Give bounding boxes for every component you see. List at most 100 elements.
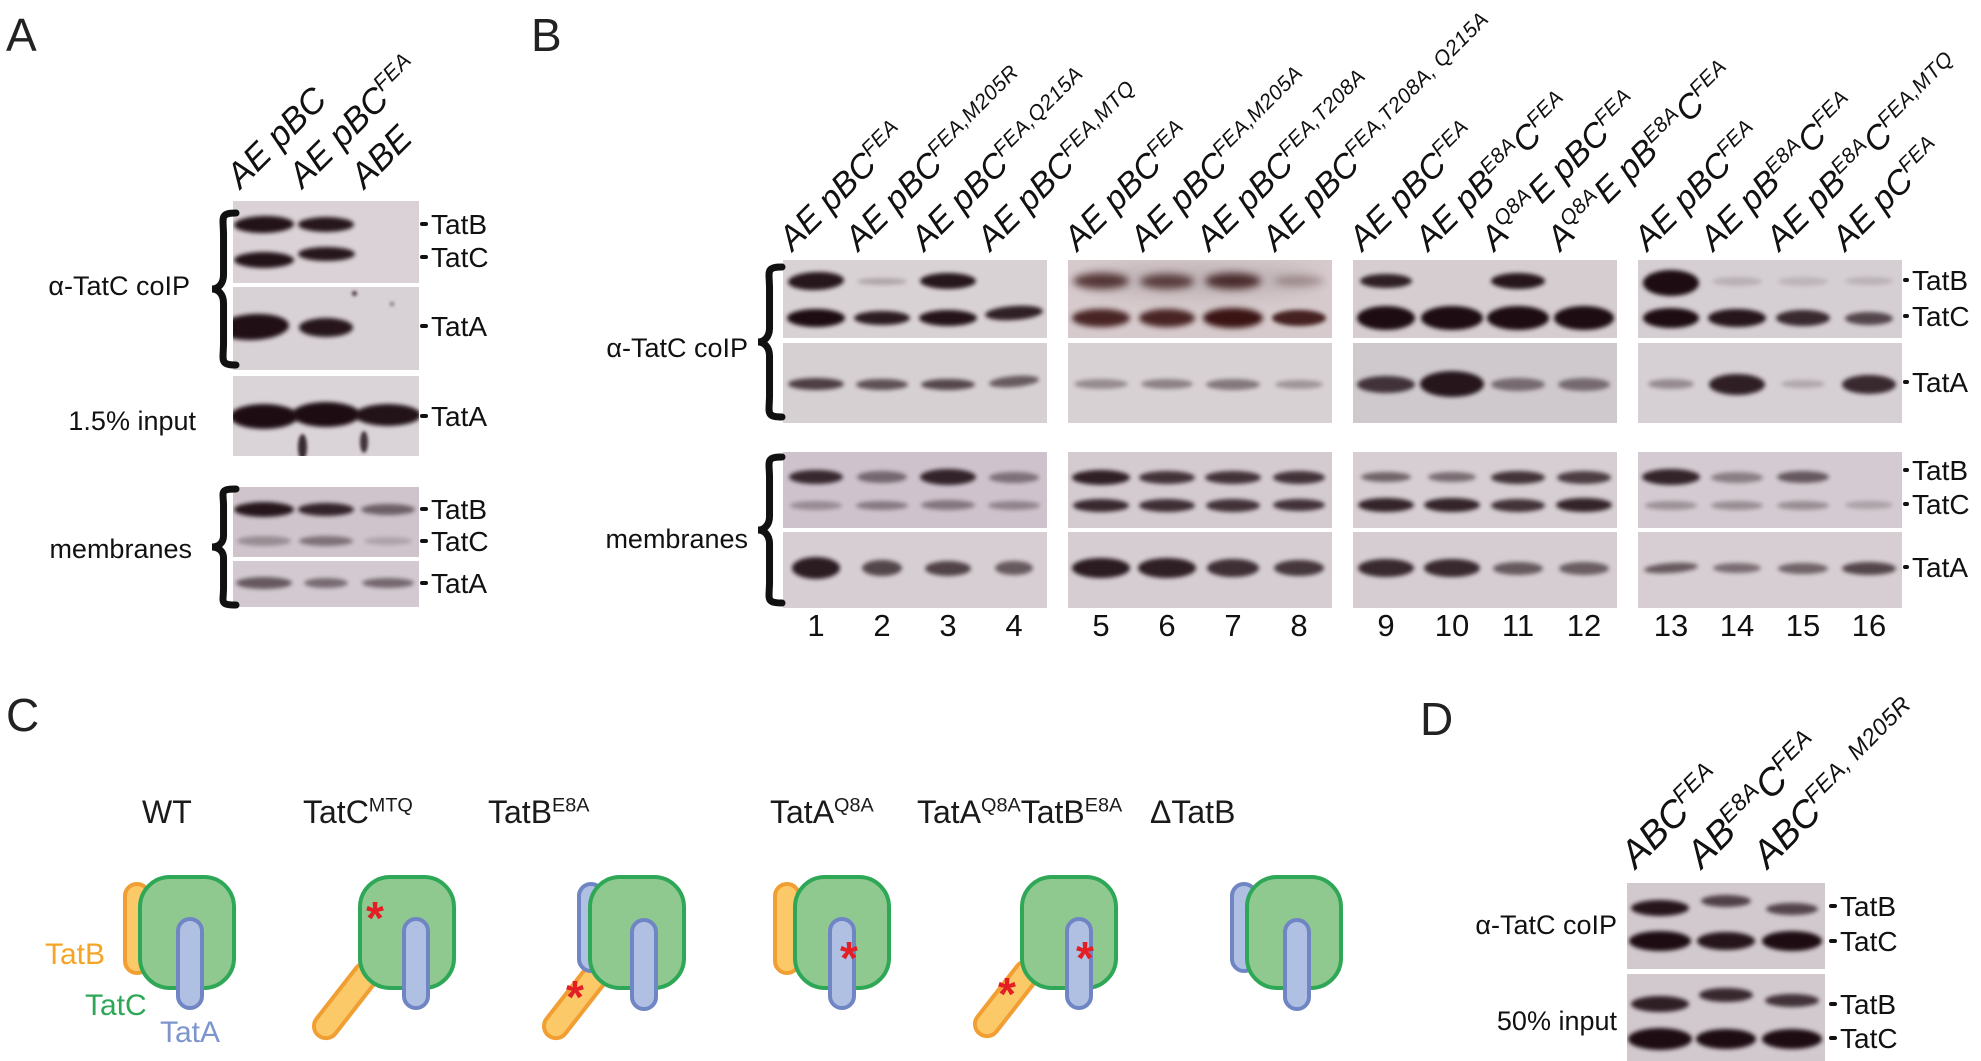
gel-band (355, 404, 419, 426)
gel-band (1073, 498, 1129, 512)
marker-tick (1903, 565, 1909, 569)
gel-band (304, 578, 348, 588)
marker-tick (420, 539, 428, 543)
gel-band (1272, 310, 1326, 326)
lane-number: 8 (1290, 608, 1308, 643)
gel-band (1206, 498, 1260, 512)
tata-pill-inner (1065, 917, 1093, 1010)
panel-d-coip-row-label: α-TatC coIP (1475, 910, 1617, 940)
lane-number: 1 (807, 608, 825, 643)
mutation-asterisk: * (566, 971, 584, 1023)
gel-band (299, 317, 353, 337)
gel-blot (233, 376, 419, 456)
gel-band (1275, 379, 1323, 389)
panel-a-label: A (6, 9, 37, 61)
gel-band (1557, 470, 1611, 484)
gel-band (1696, 1029, 1756, 1049)
gel-band (1765, 993, 1819, 1007)
gel-band (1558, 377, 1610, 391)
gel-band (1139, 498, 1195, 512)
gel-blot (783, 343, 1047, 423)
gel-band (362, 578, 414, 588)
panel-b-coip-row-label: α-TatC coIP (606, 333, 748, 363)
lane-number: 13 (1653, 608, 1689, 643)
mutation-asterisk: * (998, 968, 1016, 1020)
gel-band (862, 560, 902, 576)
gel-band (292, 401, 360, 427)
gel-blot (1627, 883, 1825, 969)
lane-number: 10 (1434, 608, 1470, 643)
gel-band (1845, 311, 1893, 325)
gel-band (1358, 498, 1414, 512)
marker-tick (1829, 939, 1837, 943)
band-marker-label: TatC (1840, 1023, 1898, 1054)
gel-band (1493, 561, 1543, 575)
gel-band (919, 310, 977, 326)
band-marker-label: TatB (1912, 455, 1969, 486)
gel-band (787, 271, 845, 291)
gel-band (1273, 499, 1325, 511)
gel-band (1421, 306, 1483, 330)
marker-tick (420, 324, 428, 328)
gel-band (1491, 377, 1545, 391)
panel-b-brace-1 (757, 453, 786, 607)
marker-tick (1903, 380, 1909, 384)
band-marker-label: TatC (1912, 301, 1970, 332)
legend-tatc: TatC (85, 989, 147, 1022)
lane-number: 9 (1377, 608, 1395, 643)
gel-blot (1638, 452, 1902, 528)
gel-band (1559, 561, 1609, 575)
marker-tick (1903, 502, 1909, 506)
band-marker-label: TatC (431, 526, 489, 557)
lane-number: 11 (1501, 608, 1535, 643)
panel-a-brace-0 (211, 209, 240, 369)
gel-band (233, 312, 290, 342)
band-marker-label: TatB (1912, 265, 1969, 296)
mutation-asterisk: * (840, 932, 858, 984)
gel-band (1428, 472, 1476, 482)
gel-speck (390, 302, 394, 306)
gel-band (1140, 273, 1194, 289)
band-marker-label: TatB (431, 209, 488, 240)
gel-band (1631, 900, 1689, 916)
lane-number: 15 (1785, 608, 1821, 643)
gel-band (984, 303, 1044, 323)
gel-band (988, 500, 1040, 510)
gel-band (233, 403, 298, 429)
gel-band (920, 469, 976, 485)
gel-band (1205, 470, 1261, 484)
legend-tatb: TatB (45, 938, 106, 971)
marker-tick (420, 414, 428, 418)
gel-band (1777, 471, 1829, 483)
gel-band (234, 252, 294, 268)
gel-band (1781, 380, 1825, 388)
gel-band (1361, 472, 1411, 482)
gel-band (1648, 379, 1694, 389)
lane-number: 2 (873, 608, 891, 643)
gel-blot (233, 201, 419, 283)
gel-band (1491, 273, 1545, 289)
gel-band (1274, 276, 1324, 286)
gel-band (925, 560, 971, 576)
gel-blot (233, 287, 419, 370)
gel-band (1360, 274, 1412, 288)
gel-band (1699, 988, 1753, 1002)
lane-number: 4 (1005, 608, 1023, 643)
panel-d-input-row-label: 50% input (1496, 1006, 1617, 1036)
lane-number: 3 (939, 608, 957, 643)
mutation-asterisk: * (366, 892, 384, 944)
legend-tata: TatA (160, 1016, 221, 1049)
gel-band (1073, 273, 1129, 289)
gel-band (787, 309, 845, 327)
tata-pill-inner (402, 917, 430, 1010)
gel-blot (1353, 452, 1617, 528)
gel-blot (1353, 532, 1617, 608)
marker-tick (1829, 1002, 1837, 1006)
gel-band (361, 503, 415, 515)
gel-band (1629, 931, 1691, 951)
gel-blot (233, 561, 419, 607)
panel-a-coip-row-label: α-TatC coIP (48, 271, 190, 301)
gel-band (792, 557, 840, 579)
gel-band (1491, 470, 1545, 484)
